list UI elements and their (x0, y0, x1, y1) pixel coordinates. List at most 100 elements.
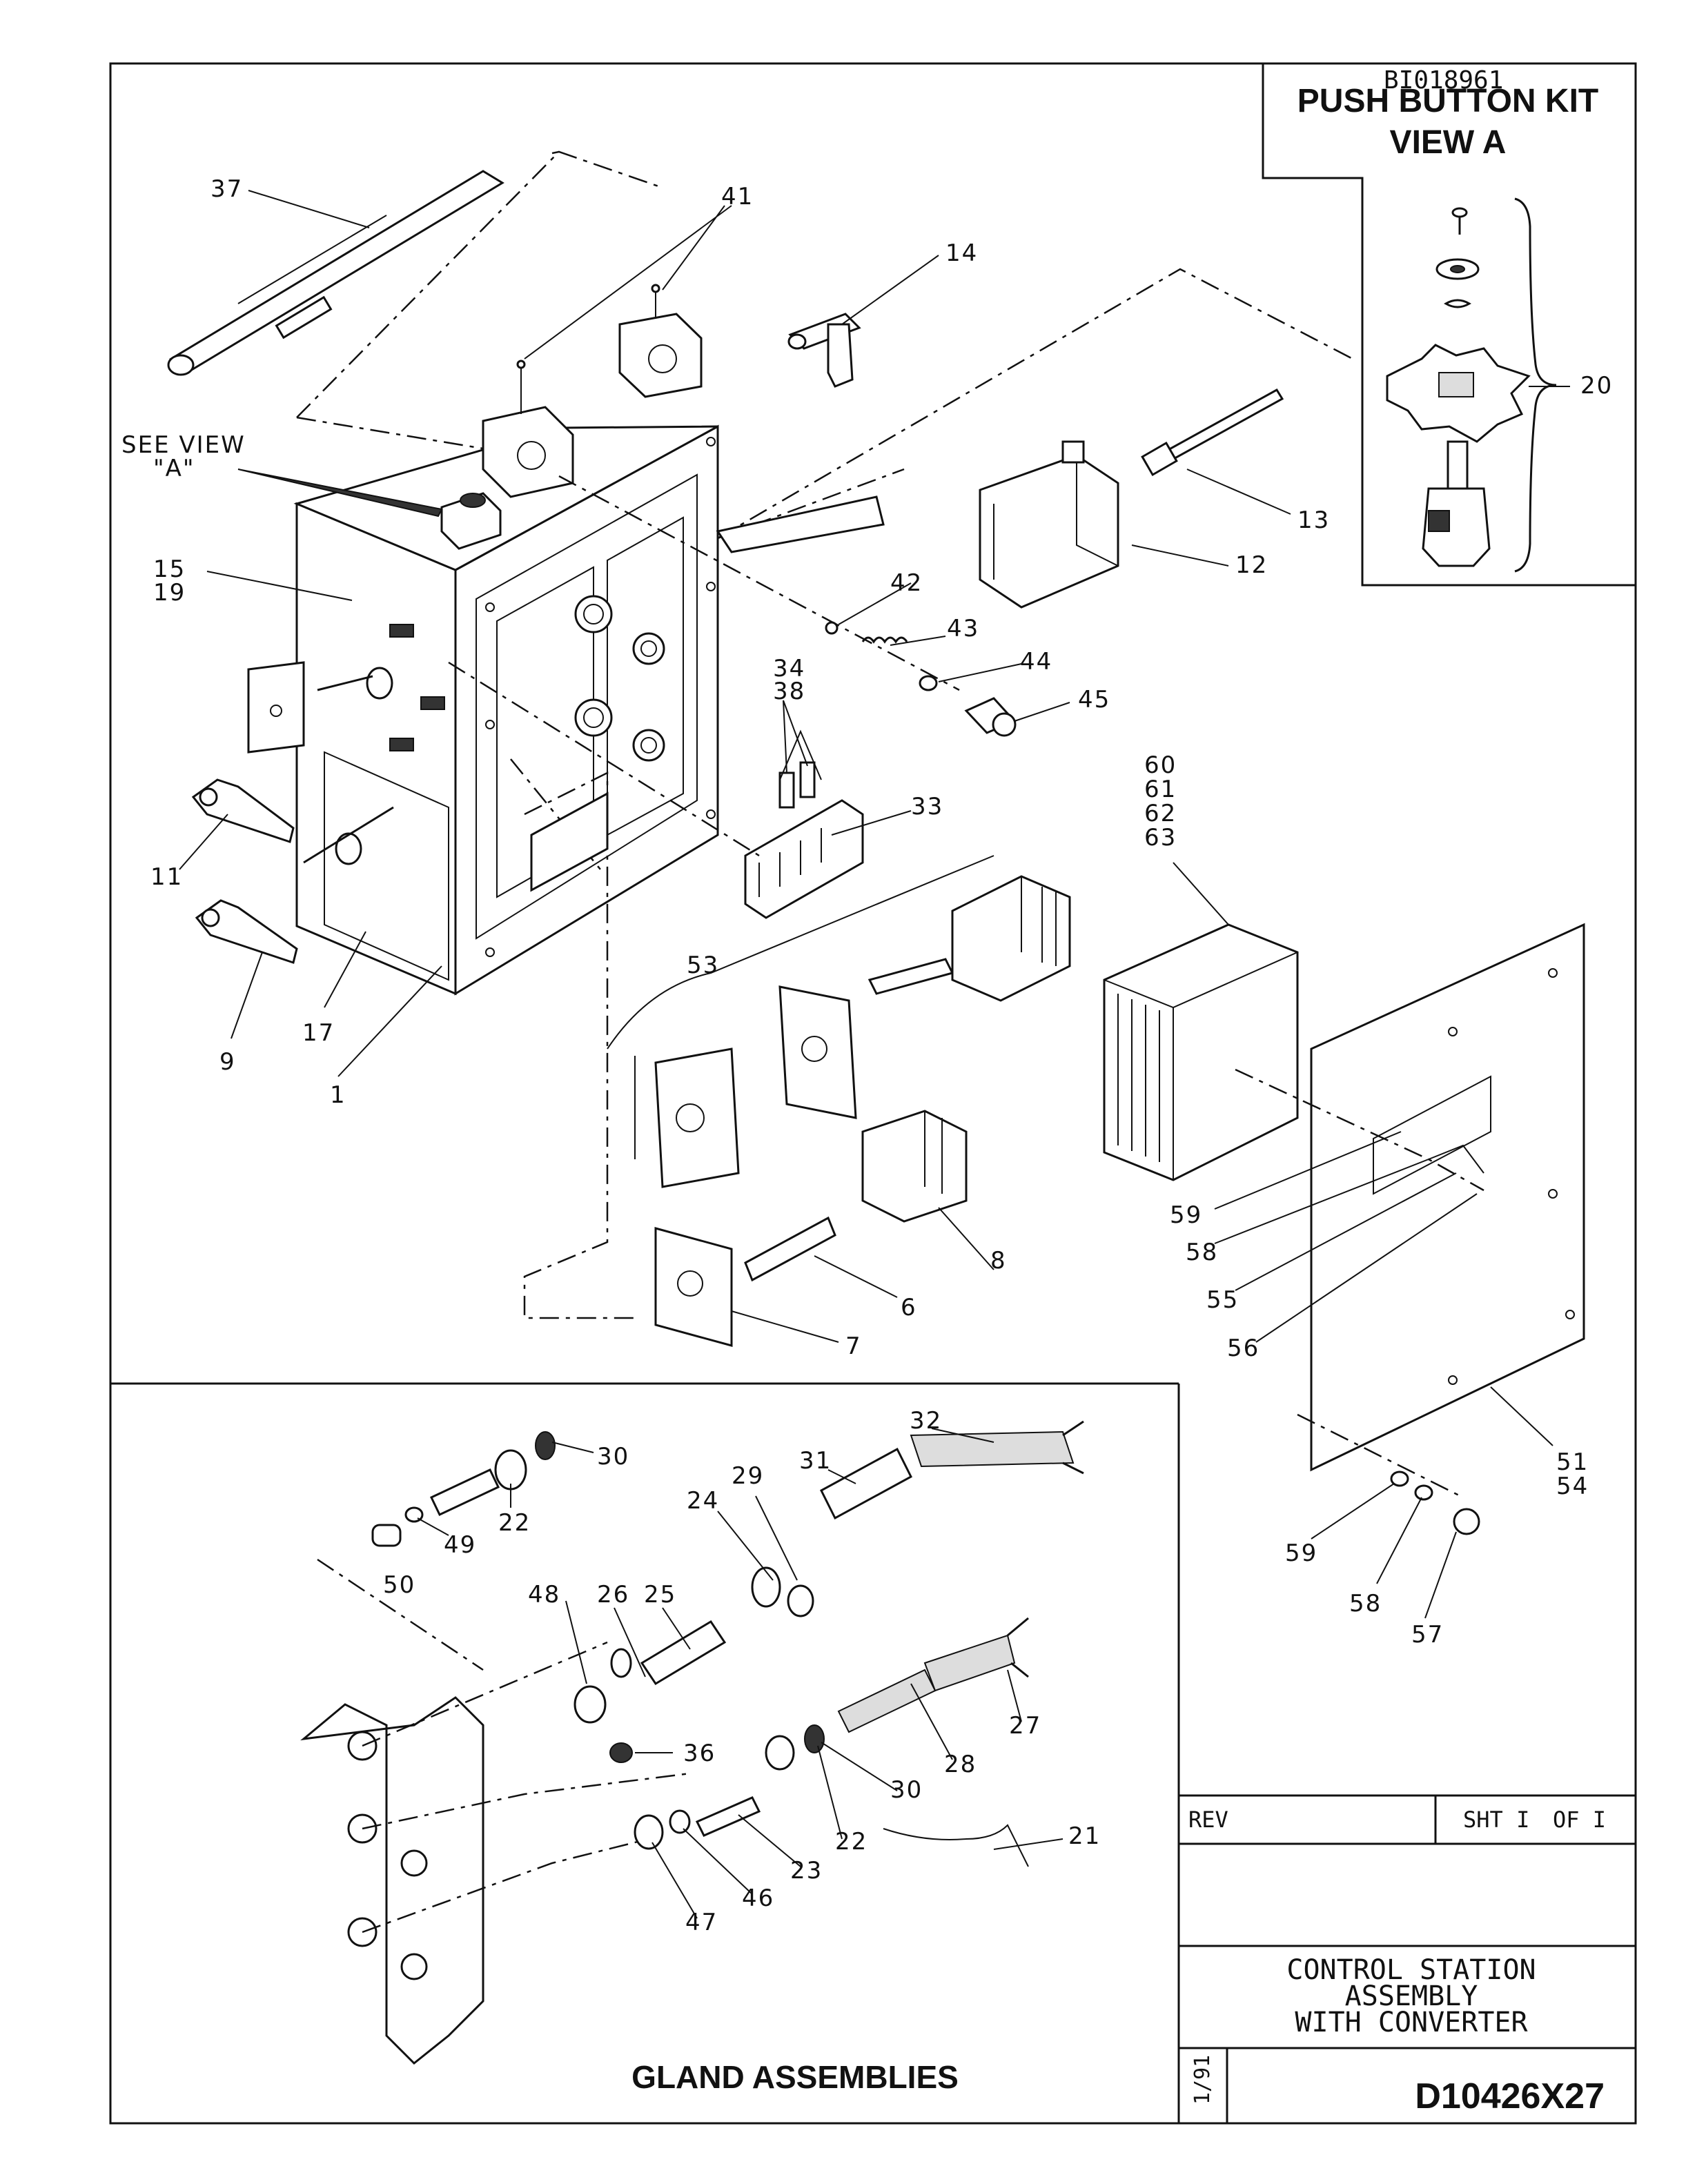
guide-line-top (296, 150, 663, 450)
callout-20: 20 (1580, 372, 1613, 400)
part-12-converter (979, 440, 1119, 609)
callout-63: 63 (1144, 824, 1177, 852)
inner-bracket (530, 791, 609, 892)
callout-7: 7 (845, 1332, 862, 1360)
part-14-bracket (787, 313, 861, 388)
callout-61: 61 (1144, 776, 1177, 803)
callout-60: 60 (1144, 751, 1177, 779)
callout-54: 54 (1556, 1473, 1589, 1500)
view-a-title-1: PUSH BUTTON KIT (1297, 83, 1598, 119)
callout-58: 58 (1186, 1239, 1218, 1266)
date-code: 1/91 (1190, 2055, 1215, 2105)
parts-42-45-hardware (558, 475, 1017, 737)
callout-45: 45 (1078, 686, 1110, 714)
push-button-small (440, 492, 502, 550)
callout-49: 49 (444, 1531, 476, 1559)
gland-parts-row-2 (609, 1617, 1029, 1867)
see-view-pointer (237, 469, 443, 518)
callout-57: 57 (1411, 1621, 1444, 1649)
callout-22-lower: 22 (835, 1828, 867, 1856)
title-line-1: CONTROL STATION (1286, 1954, 1536, 1986)
gland-panel (300, 1558, 691, 2065)
part-60-heatsink (1103, 923, 1299, 1181)
callout-55: 55 (1206, 1286, 1239, 1314)
callout-53: 53 (687, 952, 719, 979)
callout-46: 46 (742, 1885, 774, 1912)
callout-28: 28 (944, 1751, 977, 1778)
callout-19: 19 (153, 579, 186, 607)
callout-21: 21 (1068, 1822, 1101, 1850)
callout-58-lower: 58 (1349, 1590, 1382, 1617)
part-37-shaft (167, 170, 504, 376)
callout-51: 51 (1556, 1448, 1589, 1476)
callout-59: 59 (1170, 1201, 1202, 1229)
callout-14: 14 (945, 239, 978, 267)
drawing-id: BI018961 (1384, 66, 1503, 95)
drawing-border (109, 62, 1637, 2125)
callout-25: 25 (644, 1581, 676, 1609)
callout-62: 62 (1144, 800, 1177, 827)
callout-42: 42 (890, 569, 923, 597)
callout-15: 15 (153, 555, 186, 583)
callout-24: 24 (687, 1487, 719, 1515)
callout-9: 9 (219, 1048, 236, 1076)
part-51-plate (1310, 923, 1585, 1472)
callout-43: 43 (947, 615, 979, 642)
mounting-bar (716, 495, 885, 553)
view-a-title-2: VIEW A (1390, 124, 1507, 161)
callout-11: 11 (150, 863, 183, 891)
rev-label: REV (1188, 1807, 1228, 1833)
callout-27: 27 (1009, 1712, 1041, 1740)
callout-37: 37 (210, 175, 243, 203)
part-33-terminal-block (744, 761, 864, 919)
callout-23: 23 (790, 1857, 823, 1885)
part-7-bracket (654, 1227, 733, 1347)
push-button-kit-illustration (1386, 197, 1557, 573)
see-view-label: SEE VIEW (121, 431, 246, 459)
callout-8: 8 (990, 1247, 1007, 1275)
callout-56: 56 (1227, 1335, 1259, 1362)
part-57-bolt (1453, 1508, 1480, 1535)
callout-36: 36 (683, 1740, 716, 1767)
callout-1: 1 (330, 1081, 346, 1109)
callout-17: 17 (302, 1019, 335, 1047)
part-9-handle (195, 899, 298, 964)
callout-29: 29 (732, 1462, 764, 1490)
see-view-a-label: "A" (153, 455, 195, 482)
guide-line-converter (717, 268, 1353, 540)
callout-12: 12 (1235, 551, 1268, 579)
callout-41: 41 (721, 183, 754, 210)
callout-26: 26 (597, 1581, 629, 1609)
callout-32: 32 (910, 1407, 942, 1435)
part-8-contact-block (861, 1110, 968, 1223)
callout-31: 31 (799, 1447, 832, 1475)
leader-lines (179, 190, 1570, 1919)
callout-59-lower: 59 (1285, 1539, 1317, 1567)
callout-47: 47 (685, 1909, 718, 1936)
gland-assemblies-title: GLAND ASSEMBLIES (631, 2059, 959, 2095)
part-13-shaft (1141, 388, 1284, 477)
title-line-2: ASSEMBLY (1345, 1980, 1478, 2012)
part-53-switch (634, 875, 1071, 1188)
drawing-number: D10426X27 (1415, 2076, 1605, 2116)
part-41-bosses (482, 284, 703, 498)
callout-38: 38 (773, 678, 805, 705)
gland-parts-row-1 (371, 1420, 1084, 1724)
title-block (1179, 1794, 1636, 2123)
callout-13: 13 (1297, 506, 1330, 534)
callout-48: 48 (528, 1581, 560, 1609)
title-line-3: WITH CONVERTER (1295, 2007, 1528, 2038)
callout-30: 30 (597, 1443, 629, 1470)
part-11-handle (191, 778, 295, 843)
sheet-label: SHT I (1463, 1807, 1529, 1833)
part-17-knob (247, 661, 394, 865)
callout-34: 34 (773, 655, 805, 682)
callout-50: 50 (383, 1571, 415, 1599)
part-1-enclosure (293, 424, 719, 996)
callout-22: 22 (498, 1509, 531, 1537)
callout-6: 6 (901, 1294, 917, 1321)
of-label: OF I (1553, 1807, 1606, 1833)
callout-33: 33 (911, 793, 943, 820)
callout-30-lower: 30 (890, 1776, 923, 1804)
